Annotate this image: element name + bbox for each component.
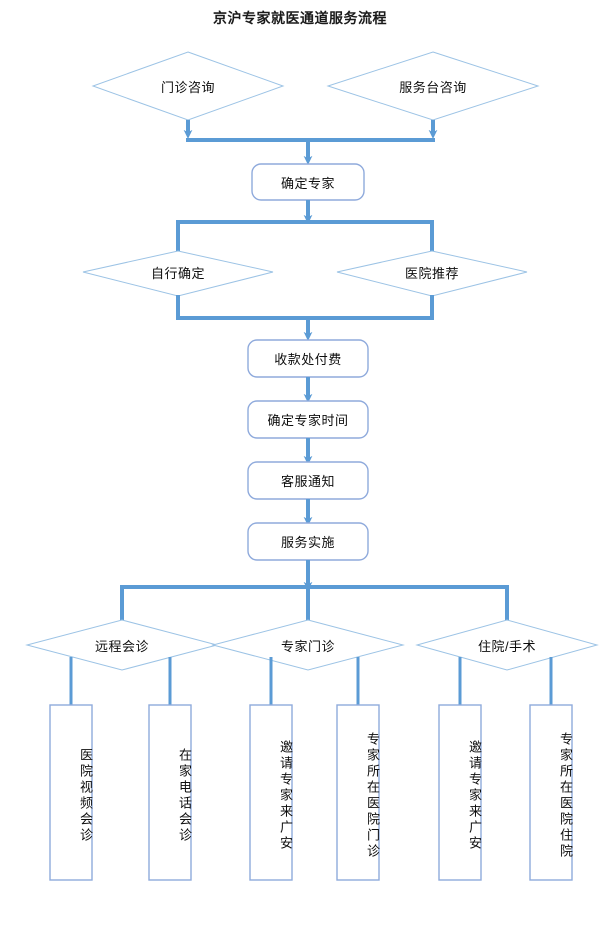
shape-cashier-payment bbox=[247, 339, 369, 378]
shape-service-desk-consult bbox=[326, 51, 540, 121]
connector-service-branch-bar bbox=[120, 585, 509, 620]
shape-expert-home-hospital-inpatient bbox=[529, 704, 573, 881]
page-title: 京沪专家就医通道服务流程 bbox=[213, 10, 387, 26]
shape-hospital-recommend bbox=[336, 250, 528, 297]
shape-customer-service-notice bbox=[247, 461, 369, 500]
shape-home-phone-consult bbox=[148, 704, 192, 881]
shape-confirm-expert-time bbox=[247, 400, 369, 439]
shape-expert-home-hospital-clinic bbox=[336, 704, 380, 881]
shape-remote-consult bbox=[25, 619, 219, 671]
shape-expert-clinic bbox=[211, 619, 405, 671]
connector-choice-join-bar bbox=[176, 295, 434, 320]
shape-hospital-video-consult bbox=[49, 704, 93, 881]
shape-inpatient-surgery bbox=[415, 619, 599, 671]
shape-invite-expert-guangan-inpatient bbox=[438, 704, 482, 881]
shape-service-delivery bbox=[247, 522, 369, 561]
connector-choice-split-bar bbox=[176, 220, 434, 252]
shape-confirm-expert bbox=[251, 163, 365, 201]
shape-outpatient-consult bbox=[91, 51, 285, 121]
shape-invite-expert-guangan-clinic bbox=[249, 704, 293, 881]
shape-self-select bbox=[82, 250, 274, 297]
